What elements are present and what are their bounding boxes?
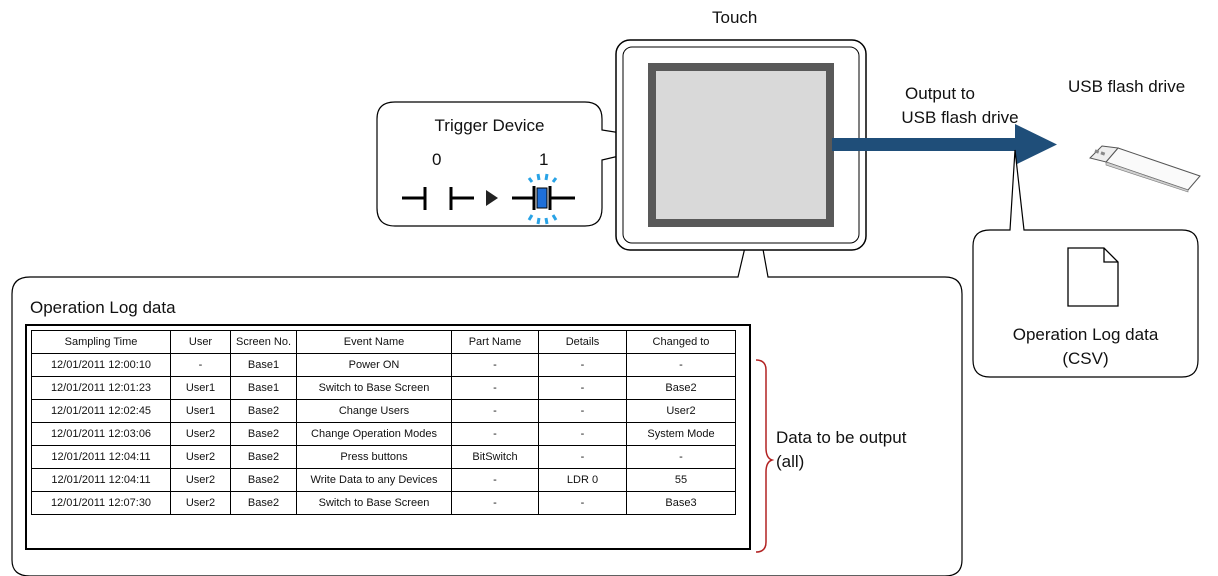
column-header: Screen No. xyxy=(230,330,297,354)
table-cell: 12/01/2011 12:04:11 xyxy=(31,468,171,492)
table-cell: 55 xyxy=(626,468,736,492)
table-cell: User2 xyxy=(170,422,231,446)
table-header-row: Sampling Time User Screen No. Event Name… xyxy=(31,330,736,354)
table-cell: LDR 0 xyxy=(538,468,627,492)
operation-log-table: Sampling Time User Screen No. Event Name… xyxy=(31,330,736,515)
table-cell: 12/01/2011 12:03:06 xyxy=(31,422,171,446)
transition-arrow-icon xyxy=(486,190,498,206)
output-arrow xyxy=(832,124,1057,165)
output-label-line1: Output to xyxy=(905,84,975,103)
bracket-label-line1: Data to be output xyxy=(776,428,907,447)
table-cell: - xyxy=(451,468,539,492)
table-cell: 12/01/2011 12:04:11 xyxy=(31,445,171,469)
table-cell: User2 xyxy=(170,491,231,515)
table-cell: 12/01/2011 12:07:30 xyxy=(31,491,171,515)
table-cell: - xyxy=(538,422,627,446)
table-cell: User2 xyxy=(626,399,736,423)
table-cell: - xyxy=(451,399,539,423)
table-row: 12/01/2011 12:03:06 User2 Base2 Change O… xyxy=(31,422,736,446)
table-row: 12/01/2011 12:04:11 User2 Base2 Press bu… xyxy=(31,445,736,469)
log-title: Operation Log data xyxy=(30,298,176,317)
touch-panel-icon xyxy=(615,39,867,251)
column-header: User xyxy=(170,330,231,354)
table-cell: Change Users xyxy=(296,399,452,423)
table-cell: 12/01/2011 12:02:45 xyxy=(31,399,171,423)
contact-open-icon xyxy=(402,187,474,210)
table-cell: - xyxy=(451,422,539,446)
table-cell: Base3 xyxy=(626,491,736,515)
table-cell: Base2 xyxy=(230,422,297,446)
csv-file-icon xyxy=(1067,247,1119,307)
table-row: 12/01/2011 12:04:11 User2 Base2 Write Da… xyxy=(31,468,736,492)
column-header: Event Name xyxy=(296,330,452,354)
table-cell: Press buttons xyxy=(296,445,452,469)
usb-flash-drive-icon xyxy=(1089,145,1201,193)
contact-closed-icon xyxy=(512,173,575,225)
table-row: 12/01/2011 12:01:23 User1 Base1 Switch t… xyxy=(31,376,736,400)
table-row: 12/01/2011 12:00:10 - Base1 Power ON - -… xyxy=(31,353,736,377)
trigger-device-title: Trigger Device xyxy=(434,116,545,135)
table-row: 12/01/2011 12:02:45 User1 Base2 Change U… xyxy=(31,399,736,423)
column-header: Details xyxy=(538,330,627,354)
table-cell: - xyxy=(538,399,627,423)
csv-label-line1: Operation Log data xyxy=(1012,325,1159,344)
table-cell: Switch to Base Screen xyxy=(296,491,452,515)
table-cell: Base1 xyxy=(230,376,297,400)
table-cell: Power ON xyxy=(296,353,452,377)
table-cell: User1 xyxy=(170,399,231,423)
table-cell: BitSwitch xyxy=(451,445,539,469)
table-cell: - xyxy=(451,376,539,400)
operation-log-table-frame: Sampling Time User Screen No. Event Name… xyxy=(25,324,751,550)
table-cell: - xyxy=(538,353,627,377)
table-cell: Base2 xyxy=(230,491,297,515)
column-header: Sampling Time xyxy=(31,330,171,354)
table-cell: - xyxy=(626,353,736,377)
table-cell: Change Operation Modes xyxy=(296,422,452,446)
table-row: 12/01/2011 12:07:30 User2 Base2 Switch t… xyxy=(31,491,736,515)
touch-panel-label: Touch xyxy=(712,8,758,27)
table-cell: 12/01/2011 12:01:23 xyxy=(31,376,171,400)
table-cell: - xyxy=(451,353,539,377)
bracket-label-line2: (all) xyxy=(776,452,805,471)
trigger-state-on: 1 xyxy=(539,150,549,169)
table-cell: - xyxy=(451,491,539,515)
table-cell: User1 xyxy=(170,376,231,400)
table-cell: Base2 xyxy=(230,468,297,492)
table-cell: - xyxy=(538,445,627,469)
table-cell: System Mode xyxy=(626,422,736,446)
table-cell: - xyxy=(538,376,627,400)
table-cell: - xyxy=(626,445,736,469)
table-cell: Write Data to any Devices xyxy=(296,468,452,492)
table-cell: - xyxy=(538,491,627,515)
usb-flash-drive-label: USB flash drive xyxy=(1068,77,1186,96)
table-cell: User2 xyxy=(170,445,231,469)
table-cell: Base1 xyxy=(230,353,297,377)
table-cell: - xyxy=(170,353,231,377)
column-header: Changed to xyxy=(626,330,736,354)
column-header: Part Name xyxy=(451,330,539,354)
table-cell: Base2 xyxy=(230,445,297,469)
table-cell: Base2 xyxy=(230,399,297,423)
output-bracket xyxy=(755,359,775,553)
csv-label-line2: (CSV) xyxy=(1062,349,1109,368)
trigger-state-off: 0 xyxy=(432,150,442,169)
table-cell: Switch to Base Screen xyxy=(296,376,452,400)
table-cell: Base2 xyxy=(626,376,736,400)
output-label-line2: USB flash drive xyxy=(901,108,1019,127)
table-cell: 12/01/2011 12:00:10 xyxy=(31,353,171,377)
table-cell: User2 xyxy=(170,468,231,492)
